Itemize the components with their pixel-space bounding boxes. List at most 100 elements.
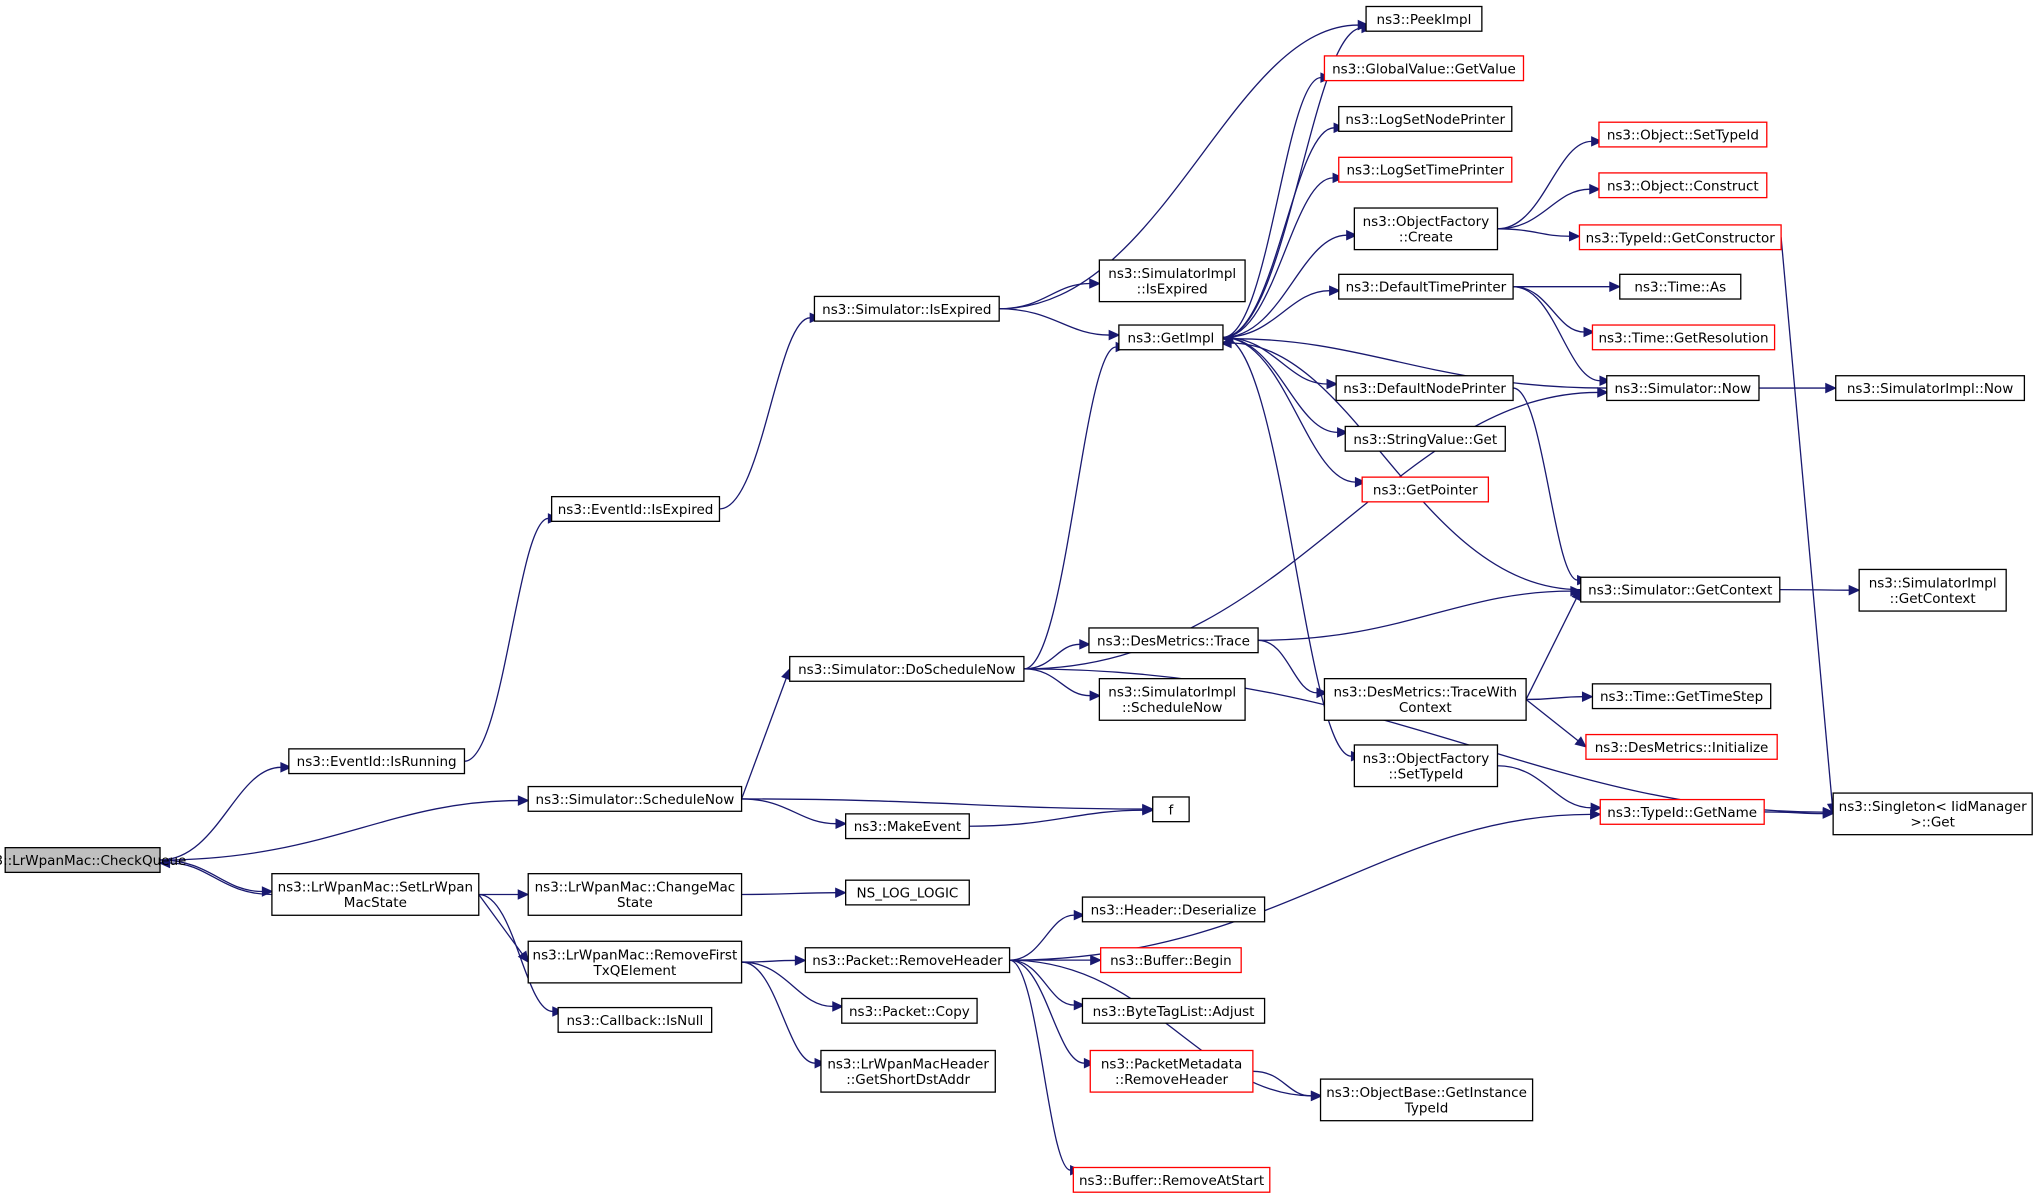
node-label: ns3::LogSetNodePrinter (1345, 112, 1505, 128)
node-lognodeprinter[interactable]: ns3::LogSetNodePrinter (1338, 105, 1513, 132)
node-sim-doschedulenow[interactable]: ns3::Simulator::DoScheduleNow (789, 655, 1025, 682)
node-packetmetadata-removeheader[interactable]: ns3::PacketMetadata::RemoveHeader (1089, 1049, 1254, 1093)
call-edge-changemacstate-to-ns_log_logic (741, 887, 847, 898)
edge-line (741, 961, 833, 1008)
node-box (1353, 744, 1499, 788)
node-deftimeprinter[interactable]: ns3::DefaultTimePrinter (1338, 273, 1514, 300)
node-object-construct[interactable]: ns3::Object::Construct (1598, 172, 1768, 199)
edge-arrowhead (1337, 427, 1349, 438)
function-nodes: ns3::LrWpanMac::CheckQueue ns3::EventId::… (0, 5, 2033, 1193)
node-makeevent[interactable]: ns3::MakeEvent (845, 813, 970, 840)
node-f[interactable]: f (1152, 796, 1190, 823)
node-box (1591, 683, 1772, 710)
edge-line (160, 766, 281, 861)
node-isrunning[interactable]: ns3::EventId::IsRunning (288, 748, 466, 775)
node-packet-copy[interactable]: ns3::Packet::Copy (841, 997, 978, 1024)
call-edge-objfactory_create-to-object_construct (1497, 183, 1601, 230)
edge-line (1231, 342, 1581, 591)
node-label: TxQElement (593, 963, 677, 979)
call-edge-sim_getcontext-to-getimpl (1219, 337, 1581, 591)
node-box (1072, 1166, 1271, 1193)
node-label: ns3::ObjectBase::GetInstance (1326, 1085, 1527, 1101)
node-globalvalue[interactable]: ns3::GlobalValue::GetValue (1323, 55, 1525, 82)
node-time-as[interactable]: ns3::Time::As (1619, 273, 1742, 300)
edge-line (1009, 959, 1312, 1097)
edge-line (1526, 696, 1583, 701)
node-box (1098, 259, 1246, 303)
node-box (845, 813, 970, 840)
node-sim-now[interactable]: ns3::Simulator::Now (1606, 375, 1760, 402)
node-stringvalue-get[interactable]: ns3::StringValue::Get (1344, 425, 1506, 452)
node-time-gettimestep[interactable]: ns3::Time::GetTimeStep (1591, 683, 1772, 710)
node-simimpl-isexpired[interactable]: ns3::SimulatorImpl::IsExpired (1098, 259, 1246, 303)
node-sim-isexpired[interactable]: ns3::Simulator::IsExpired (813, 295, 1000, 322)
node-packet-removeheader[interactable]: ns3::Packet::RemoveHeader (804, 947, 1011, 974)
node-objfactory-create[interactable]: ns3::ObjectFactory::Create (1353, 207, 1499, 251)
node-typeid-getname[interactable]: ns3::TypeId::GetName (1599, 798, 1765, 825)
node-label: ns3::MakeEvent (854, 819, 962, 835)
node-box (527, 785, 743, 812)
call-edge-deftimeprinter-to-time_as (1513, 281, 1621, 292)
node-getimpl[interactable]: ns3::GetImpl (1118, 324, 1224, 351)
node-singleton-get[interactable]: ns3::Singleton< IidManager >::Get (1832, 792, 2033, 836)
node-checkqueue: ns3::LrWpanMac::CheckQueue (0, 847, 186, 874)
node-header-deserialize[interactable]: ns3::Header::Deserialize (1081, 896, 1266, 923)
node-label: ns3::Object::SetTypeId (1607, 128, 1759, 144)
node-sim-getcontext[interactable]: ns3::Simulator::GetContext (1580, 576, 1781, 603)
edge-line (1525, 598, 1577, 700)
edge-line (999, 24, 1359, 310)
edge-line (1232, 338, 1607, 389)
node-defnodeprinter[interactable]: ns3::DefaultNodePrinter (1335, 375, 1514, 402)
node-box (1580, 576, 1781, 603)
edge-line (1023, 643, 1080, 670)
edge-arrowhead (1089, 690, 1102, 701)
node-bytetaglist-adjust[interactable]: ns3::ByteTagList::Adjust (1081, 997, 1266, 1024)
node-lrwpanmacheader-getshortdst[interactable]: ns3::LrWpanMacHeader::GetShortDstAddr (820, 1049, 996, 1093)
edge-line (1258, 639, 1318, 694)
node-logtimeprinter[interactable]: ns3::LogSetTimePrinter (1338, 156, 1513, 183)
node-simimpl-now[interactable]: ns3::SimulatorImpl::Now (1835, 375, 2026, 402)
edge-arrowhead (1083, 1057, 1096, 1069)
node-time-getres[interactable]: ns3::Time::GetResolution (1591, 324, 1776, 351)
node-buffer-begin[interactable]: ns3::Buffer::Begin (1100, 947, 1242, 974)
node-eid-isexpired[interactable]: ns3::EventId::IsExpired (550, 495, 721, 522)
node-buffer-removeatstart[interactable]: ns3::Buffer::RemoveAtStart (1072, 1166, 1271, 1193)
node-label: ns3::TypeId::GetName (1607, 805, 1757, 821)
call-edge-desmetrics_tracewith-to-sim_getcontext (1525, 588, 1582, 700)
call-edge-deftimeprinter-to-time_getres (1513, 286, 1596, 338)
edge-line (1497, 140, 1592, 230)
edge-arrowhead (517, 889, 530, 900)
call-edge-packet_removeheader-to-typeid_getname (1009, 809, 1602, 961)
node-object-settypeid[interactable]: ns3::Object::SetTypeId (1598, 121, 1768, 148)
node-objfactory-settypeid[interactable]: ns3::ObjectFactory::SetTypeId (1353, 744, 1499, 788)
node-box (804, 947, 1011, 974)
edge-line (169, 862, 272, 896)
node-label: ns3::Buffer::RemoveAtStart (1079, 1173, 1264, 1189)
node-box (4, 847, 161, 874)
edge-arrowhead (1326, 378, 1339, 390)
edge-arrowhead (1332, 172, 1345, 184)
node-simimpl-schedulenow[interactable]: ns3::SimulatorImpl::ScheduleNow (1098, 678, 1246, 721)
node-ns-log-logic[interactable]: NS_LOG_LOGIC (845, 879, 970, 906)
node-callback-isnull[interactable]: ns3::Callback::IsNull (557, 1006, 713, 1033)
node-box (1088, 627, 1259, 654)
node-getpointer[interactable]: ns3::GetPointer (1361, 476, 1490, 503)
node-label: ns3::Simulator::GetContext (1588, 583, 1772, 599)
node-sim-schedulenow[interactable]: ns3::Simulator::ScheduleNow (527, 785, 743, 812)
node-peekimpl[interactable]: ns3::PeekImpl (1365, 5, 1483, 32)
call-edge-desmetrics_trace-to-desmetrics_tracewith (1258, 639, 1329, 699)
node-label: ns3::Packet::Copy (849, 1004, 970, 1020)
node-simimpl-getcontext[interactable]: ns3::SimulatorImpl::GetContext (1858, 568, 2007, 612)
node-desmetrics-trace[interactable]: ns3::DesMetrics::Trace (1088, 627, 1259, 654)
node-label: ::GetShortDstAddr (846, 1072, 970, 1088)
node-box (527, 940, 743, 984)
node-typeid-getctor[interactable]: ns3::TypeId::GetConstructor (1578, 224, 1782, 251)
edge-arrowhead (1329, 285, 1341, 296)
node-desmetrics-init[interactable]: ns3::DesMetrics::Initialize (1585, 733, 1778, 760)
